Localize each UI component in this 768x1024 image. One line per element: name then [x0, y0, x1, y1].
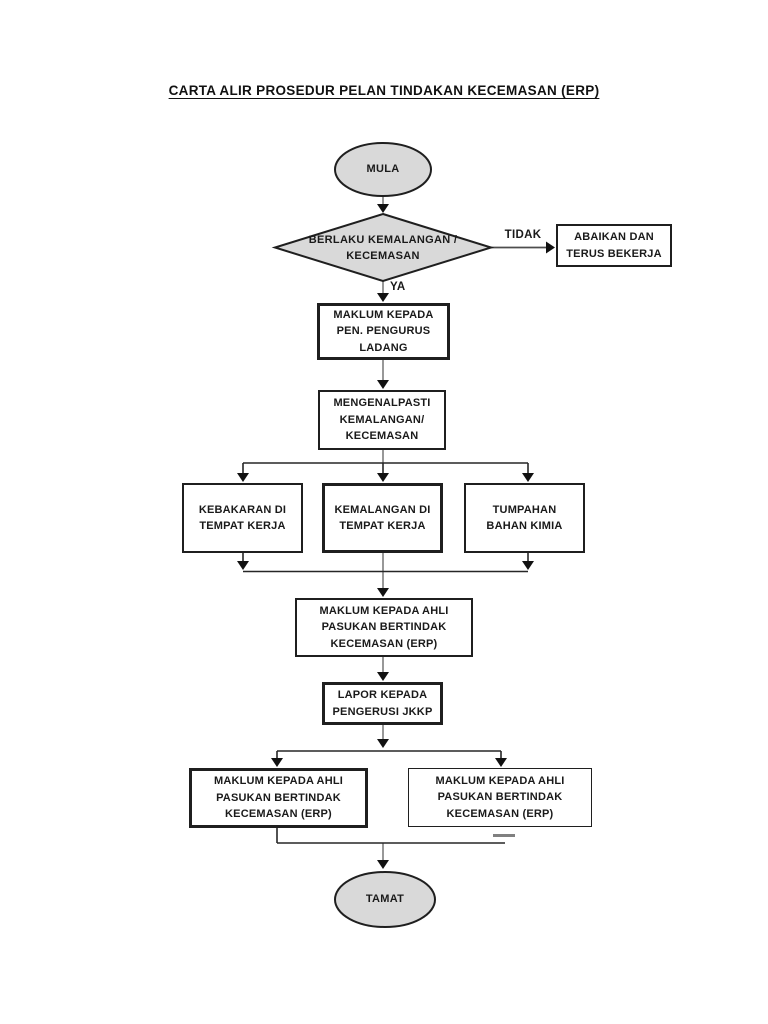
page-title: CARTA ALIR PROSEDUR PELAN TINDAKAN KECEM…	[168, 83, 600, 98]
process-inform-estate-manager: MAKLUM KEPADA PEN. PENGURUS LADANG	[317, 303, 450, 360]
process-ignore-continue-work: ABAIKAN DAN TERUS BEKERJA	[556, 224, 672, 267]
process-report-jkkp-chairman: LAPOR KEPADA PENGERUSI JKKP	[322, 682, 443, 725]
yes-branch-label: YA	[390, 281, 406, 293]
process-inform-erp-team: MAKLUM KEPADA AHLI PASUKAN BERTINDAK KEC…	[295, 598, 473, 657]
start-terminal: MULA	[366, 163, 400, 176]
no-branch-label: TIDAK	[504, 229, 542, 241]
process-identify-incident: MENGENALPASTI KEMALANGAN/ KECEMASAN	[318, 390, 446, 450]
process-accident-at-workplace: KEMALANGAN DI TEMPAT KERJA	[322, 483, 443, 553]
process-fire-at-workplace: KEBAKARAN DI TEMPAT KERJA	[182, 483, 303, 553]
process-inform-erp-team-right: MAKLUM KEPADA AHLI PASUKAN BERTINDAK KEC…	[408, 768, 592, 827]
decision-diamond: BERLAKU KEMALANGAN / KECEMASAN	[308, 233, 458, 263]
process-inform-erp-team-left: MAKLUM KEPADA AHLI PASUKAN BERTINDAK KEC…	[189, 768, 368, 828]
process-chemical-spill: TUMPAHAN BAHAN KIMIA	[464, 483, 585, 553]
end-terminal: TAMAT	[365, 893, 405, 906]
